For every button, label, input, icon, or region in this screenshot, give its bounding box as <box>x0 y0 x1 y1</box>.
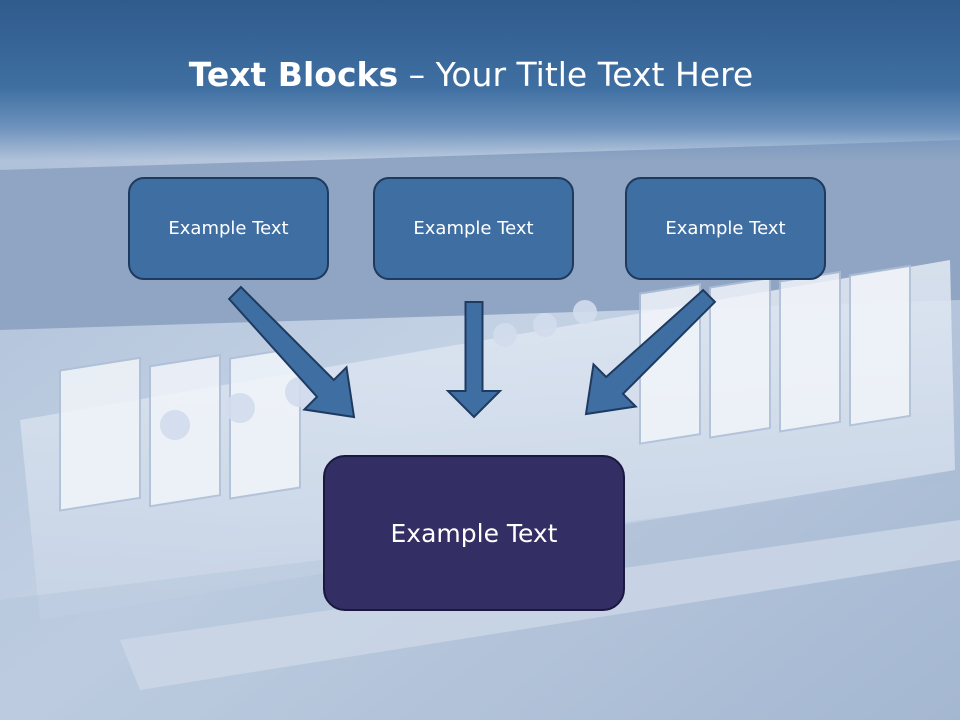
arrow-center <box>445 301 503 419</box>
text-block-1-label: Example Text <box>168 218 289 239</box>
text-block-3-label: Example Text <box>665 218 786 239</box>
title-text: Your Title Text Here <box>435 55 754 94</box>
header-band <box>0 0 960 160</box>
text-block-2-label: Example Text <box>413 218 534 239</box>
arrow-left <box>227 285 356 419</box>
result-block-label: Example Text <box>390 518 558 548</box>
title-bold: Text Blocks <box>188 55 399 94</box>
result-block: Example Text <box>323 455 625 611</box>
text-block-2: Example Text <box>373 177 574 280</box>
title-separator: – <box>398 55 436 94</box>
text-block-1: Example Text <box>128 177 329 280</box>
slide-title: Text Blocks – Your Title Text Here <box>0 52 942 98</box>
arrow-right <box>584 288 717 416</box>
text-block-3: Example Text <box>625 177 826 280</box>
